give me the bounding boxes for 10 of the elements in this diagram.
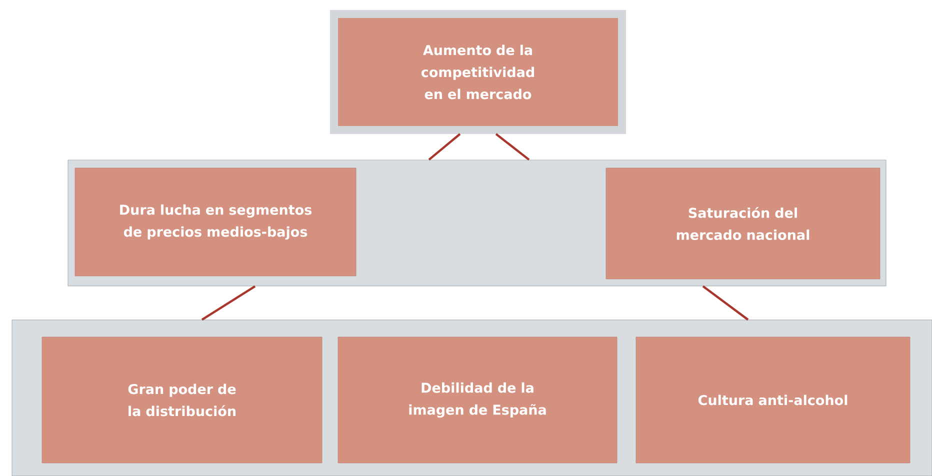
connector-line bbox=[428, 133, 461, 161]
process-box: Debilidad de la imagen de España bbox=[338, 336, 618, 464]
process-box: Saturación del mercado nacional bbox=[606, 168, 880, 280]
connector-line bbox=[201, 285, 256, 321]
process-box: Aumento de la competitividad en el mercado bbox=[330, 10, 626, 134]
process-box: Gran poder de la distribución bbox=[42, 336, 322, 464]
connector-line bbox=[702, 285, 749, 321]
connector-line bbox=[495, 133, 530, 161]
process-box: Dura lucha en segmentos de precios medios-bajos bbox=[74, 168, 356, 276]
process-box: Cultura anti-alcohol bbox=[636, 336, 910, 464]
